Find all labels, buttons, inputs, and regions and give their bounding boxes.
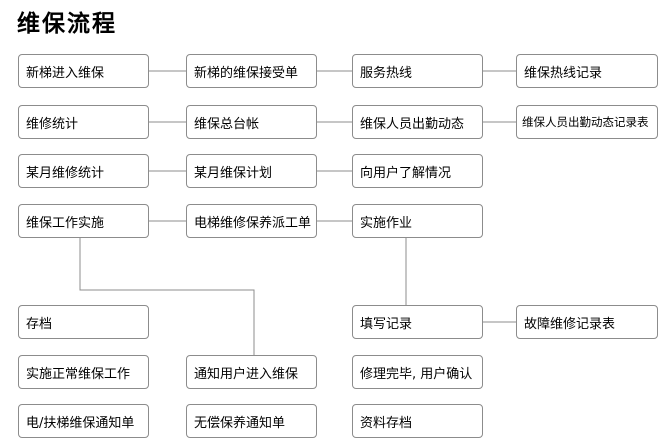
node-carry-out-work: 实施作业 <box>352 204 483 238</box>
node-hotline-record: 维保热线记录 <box>516 54 658 88</box>
node-general-ledger: 维保总台帐 <box>186 105 317 139</box>
node-fill-record: 填写记录 <box>352 305 483 339</box>
node-new-elevator-entry: 新梯进入维保 <box>18 54 149 88</box>
node-staff-attendance: 维保人员出勤动态 <box>352 105 483 139</box>
node-notify-user: 通知用户进入维保 <box>186 355 317 389</box>
link-n12-n19 <box>79 238 255 355</box>
diagram-title: 维保流程 <box>17 11 117 37</box>
node-free-service-notice: 无偿保养通知单 <box>186 404 317 438</box>
node-user-inquiry: 向用户了解情况 <box>352 154 483 188</box>
node-dispatch-order: 电梯维修保养派工单 <box>186 204 317 238</box>
node-maintenance-implementation: 维保工作实施 <box>18 204 149 238</box>
node-normal-maintenance-work: 实施正常维保工作 <box>18 355 149 389</box>
node-acceptance-form: 新梯的维保接受单 <box>186 54 317 88</box>
node-monthly-repair-statistics: 某月维修统计 <box>18 154 149 188</box>
node-attendance-record-sheet: 维保人员出勤动态记录表 <box>516 105 658 139</box>
node-data-archive: 资料存档 <box>352 404 483 438</box>
node-archive: 存档 <box>18 305 149 339</box>
node-maintenance-notice: 电/扶梯维保通知单 <box>18 404 149 438</box>
node-monthly-plan: 某月维保计划 <box>186 154 317 188</box>
node-fault-repair-record: 故障维修记录表 <box>516 305 658 339</box>
node-repair-done-confirm: 修理完毕, 用户确认 <box>352 355 483 389</box>
node-repair-statistics: 维修统计 <box>18 105 149 139</box>
node-service-hotline: 服务热线 <box>352 54 483 88</box>
